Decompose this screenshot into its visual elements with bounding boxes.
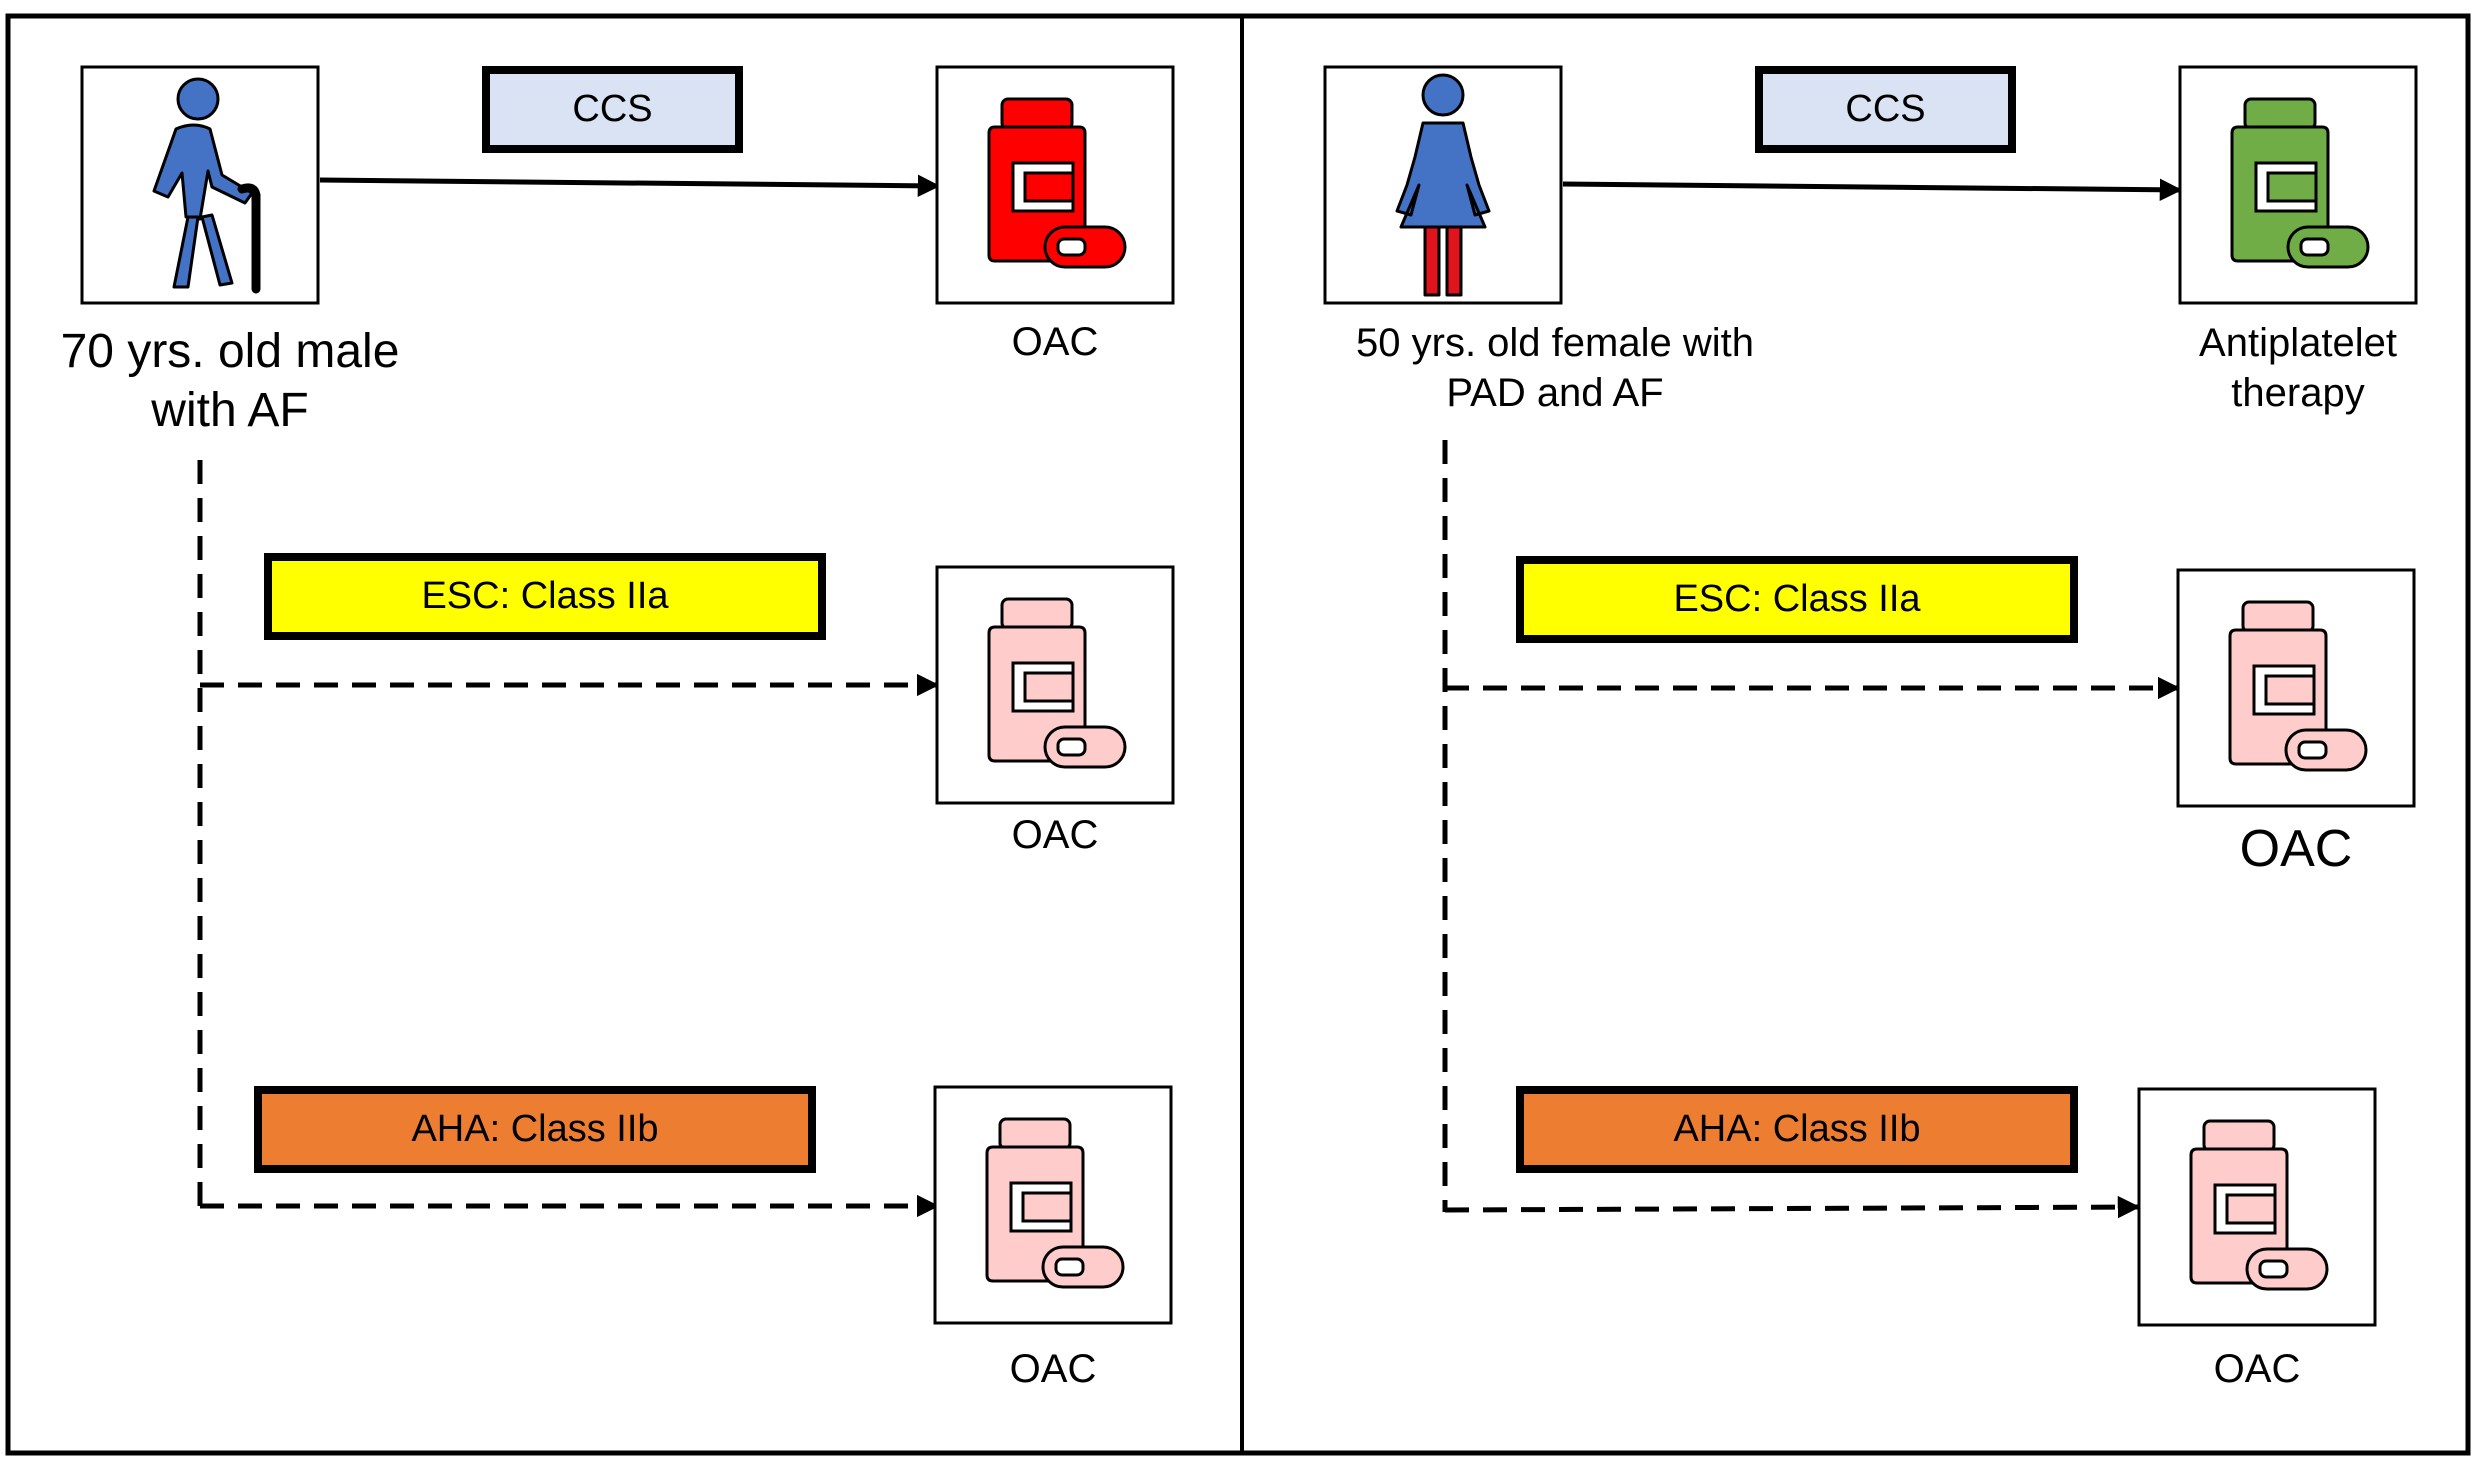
aha-recommendation-badge: AHA: Class IIb — [1516, 1086, 2078, 1173]
ccs-badge: CCS — [482, 66, 743, 153]
patient-description: 50 yrs. old female with PAD and AF — [1356, 321, 1754, 415]
patient-description: 70 yrs. old male with AF — [60, 325, 400, 437]
esc-recommendation-badge: ESC: Class IIa — [264, 553, 826, 640]
ccs-arrow — [1562, 178, 2183, 202]
ccs-badge: CCS — [1755, 66, 2016, 153]
outer-frame — [5, 13, 2471, 1456]
drug-label: Antiplatelet therapy — [2199, 321, 2397, 415]
esc-recommendation-badge: ESC: Class IIa — [1516, 556, 2078, 643]
drug-label: OAC — [2213, 1347, 2301, 1391]
drug-label: OAC — [1011, 320, 1099, 364]
aha-arrow — [1444, 1195, 2141, 1219]
drug-label: OAC — [2239, 820, 2353, 878]
drug-label: OAC — [1009, 1347, 1097, 1391]
elderly-man-with-cane-icon — [152, 77, 261, 294]
drug-label: OAC — [1011, 813, 1099, 857]
woman-icon — [1395, 73, 1491, 297]
aha-recommendation-badge: AHA: Class IIb — [254, 1086, 816, 1173]
ccs-arrow — [319, 174, 941, 198]
